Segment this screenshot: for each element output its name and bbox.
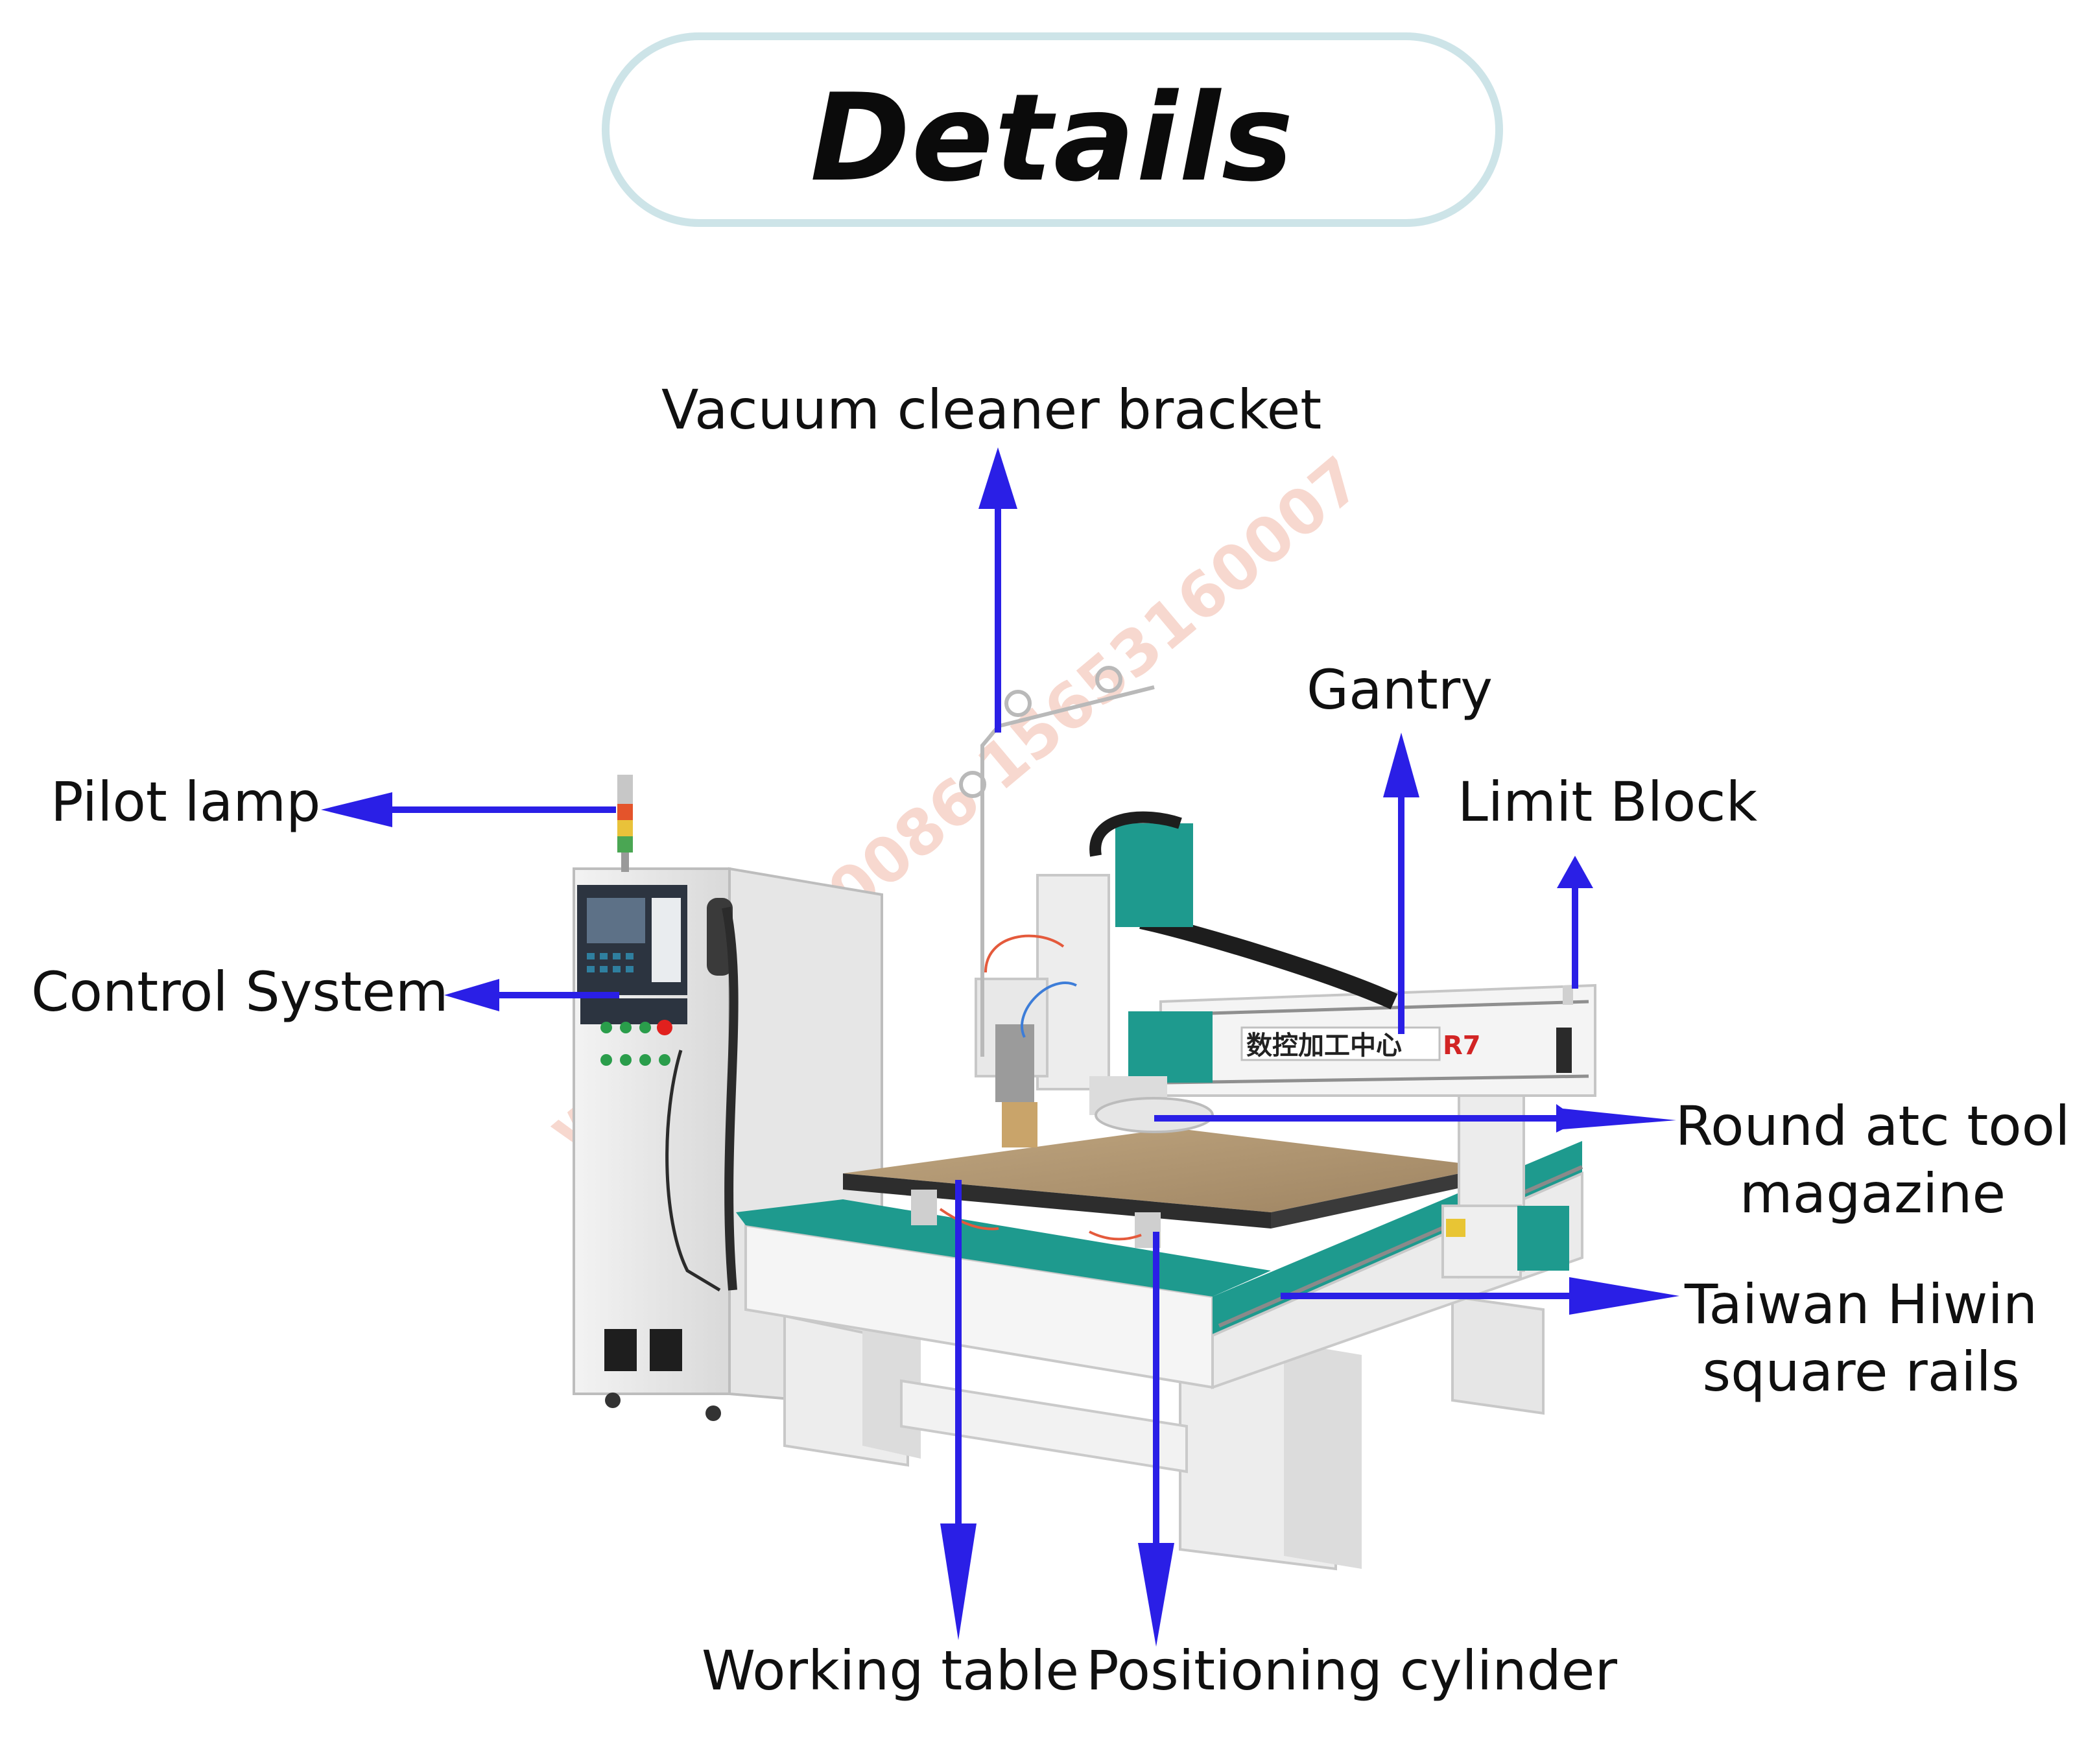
machine-model: R7 — [1443, 1031, 1481, 1061]
spindle-head — [975, 811, 1214, 1147]
callout-arrows — [321, 447, 1679, 1647]
label-gantry: Gantry — [1307, 658, 1493, 722]
page-title: Details — [810, 67, 1295, 208]
title-banner: Details — [602, 32, 1503, 227]
vacuum-arrow-head — [978, 447, 1017, 509]
label-control-system: Control System — [31, 960, 449, 1024]
label-limit-block: Limit Block — [1458, 770, 1758, 834]
worktable — [843, 1128, 1491, 1248]
vacuum-bracket — [959, 666, 1155, 1057]
label-vacuum-cleaner-bracket: Vacuum cleaner bracket — [661, 378, 1322, 441]
machine-base — [736, 1141, 1583, 1571]
label-pilot-lamp: Pilot lamp — [51, 770, 321, 834]
control-cabinet — [573, 867, 883, 1421]
label-working-table: Working table — [702, 1639, 1080, 1702]
label-taiwan-hiwin-square-rails: Taiwan Hiwin square rails — [1684, 1273, 2038, 1404]
label-positioning-cylinder: Positioning cylinder — [1086, 1639, 1617, 1702]
label-round-atc-tool-magazine: Round atc tool magazine — [1675, 1094, 2070, 1225]
pilot-lamp — [617, 775, 633, 872]
gantry: 数控加工中心 R7 — [1139, 912, 1596, 1279]
machine-panel-text: 数控加工中心 — [1246, 1031, 1402, 1061]
